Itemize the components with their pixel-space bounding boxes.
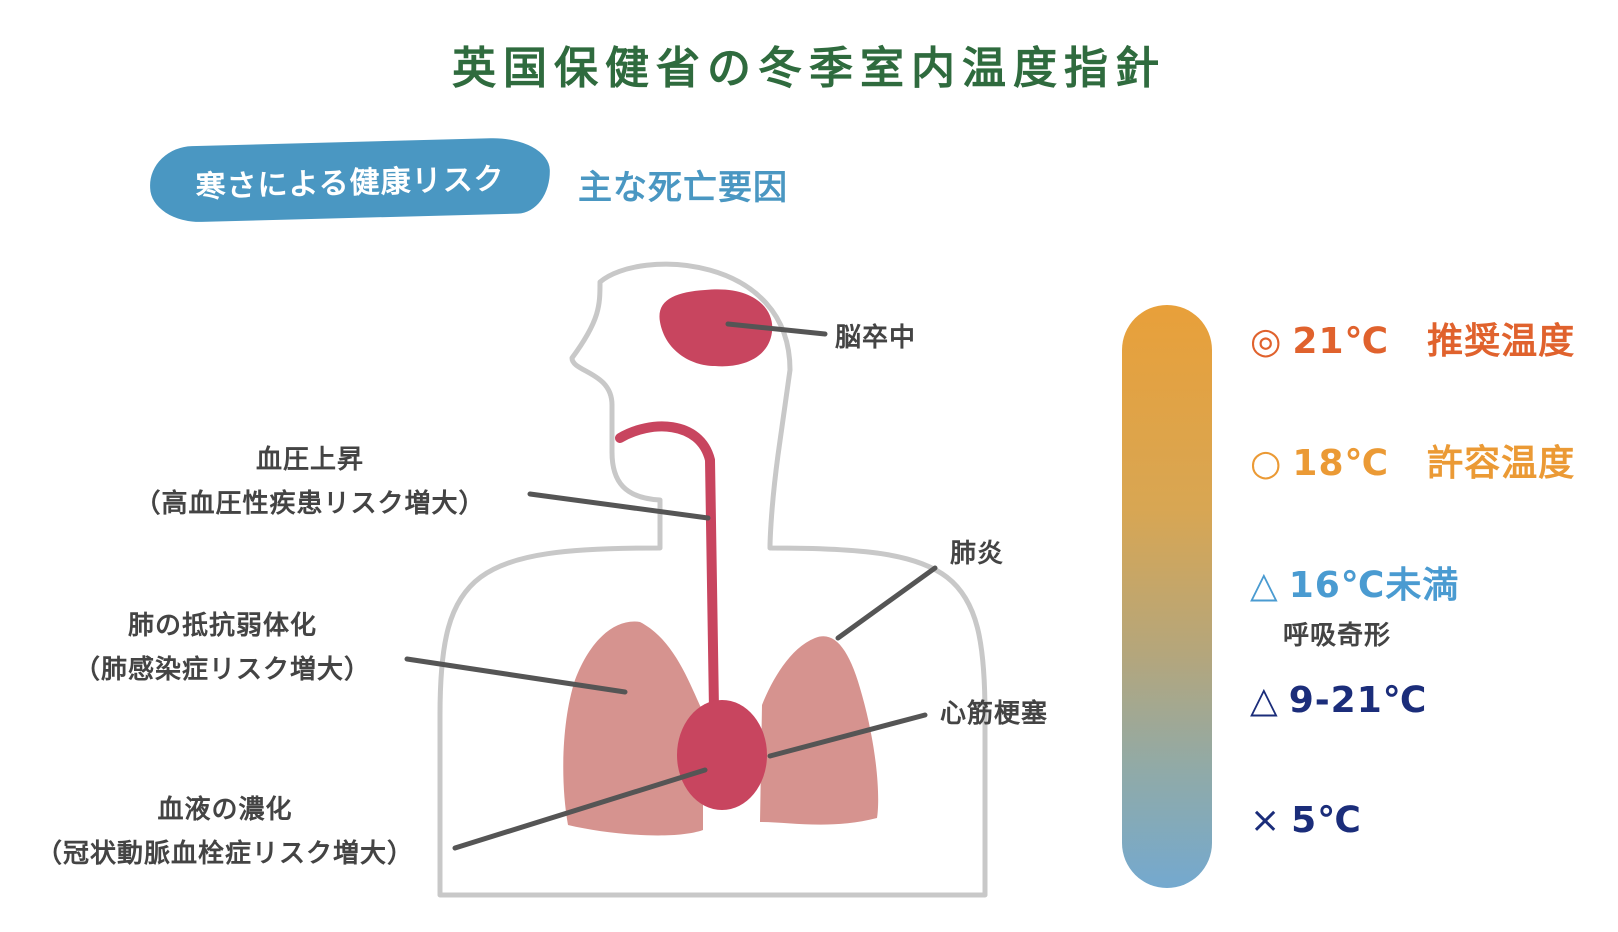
level-16-note: 呼吸奇形 xyxy=(1283,621,1392,651)
human-silhouette-icon xyxy=(437,261,988,898)
left-lung-icon xyxy=(563,621,703,836)
brain-icon xyxy=(659,289,773,367)
myocardial-label: 心筋梗塞 xyxy=(940,699,1049,729)
level-18-desc: 許容温度 xyxy=(1427,443,1576,484)
level-21-temp: 21℃ xyxy=(1292,321,1390,362)
blood-thickening-leader-line xyxy=(452,767,708,851)
right-lung-icon xyxy=(760,636,879,825)
level-21-desc: 推奨温度 xyxy=(1427,321,1576,362)
level-18-temp: 18℃ xyxy=(1292,443,1390,484)
level-16-symbol: △ xyxy=(1250,565,1279,606)
blood-thickening-label: 血液の濃化 （冠状動脈血栓症リスク増大） xyxy=(0,788,450,876)
level-9-21-symbol: △ xyxy=(1250,680,1279,721)
stroke-leader-line xyxy=(725,321,828,337)
lung-weakening-label-line2: （肺感染症リスク増大） xyxy=(73,655,371,685)
blood-thickening-label-line2: （冠状動脈血栓症リスク増大） xyxy=(35,839,414,869)
level-9-21: △9-21℃ xyxy=(1250,680,1427,721)
level-21: ◎21℃ 推奨温度 xyxy=(1250,312,1575,364)
level-9-21-temp: 9-21℃ xyxy=(1288,680,1428,721)
hypertension-label-line1: 血圧上昇 xyxy=(255,445,364,475)
hypertension-leader-line xyxy=(527,491,711,521)
heart-icon xyxy=(677,700,767,810)
artery-icon xyxy=(615,421,719,715)
level-5-temp: 5℃ xyxy=(1291,800,1362,841)
level-16: △16℃未満 xyxy=(1250,556,1459,608)
level-5-symbol: × xyxy=(1250,800,1282,841)
level-18: ○18℃ 許容温度 xyxy=(1250,434,1575,486)
causes-heading: 主な死亡要因 xyxy=(578,168,788,208)
level-5: ×5℃ xyxy=(1250,800,1362,841)
blood-thickening-label-line1: 血液の濃化 xyxy=(157,795,293,825)
hypertension-label-line2: （高血圧性疾患リスク増大） xyxy=(134,489,486,519)
level-21-symbol: ◎ xyxy=(1250,321,1283,362)
lung-weakening-label: 肺の抵抗弱体化 （肺感染症リスク増大） xyxy=(20,604,425,692)
stroke-label: 脳卒中 xyxy=(835,323,917,353)
level-16-temp: 16℃未満 xyxy=(1288,565,1460,606)
page-title: 英国保健省の冬季室内温度指針 xyxy=(452,43,1166,94)
temperature-scale-bar xyxy=(1122,305,1212,888)
pneumonia-label: 肺炎 xyxy=(950,539,1005,569)
pneumonia-leader-line xyxy=(835,565,938,641)
level-18-symbol: ○ xyxy=(1250,443,1283,484)
lung-weakening-leader-line xyxy=(404,656,628,695)
myocardial-leader-line xyxy=(767,712,928,759)
lung-weakening-label-line1: 肺の抵抗弱体化 xyxy=(127,611,317,641)
hypertension-label: 血圧上昇 （高血圧性疾患リスク増大） xyxy=(90,438,530,526)
